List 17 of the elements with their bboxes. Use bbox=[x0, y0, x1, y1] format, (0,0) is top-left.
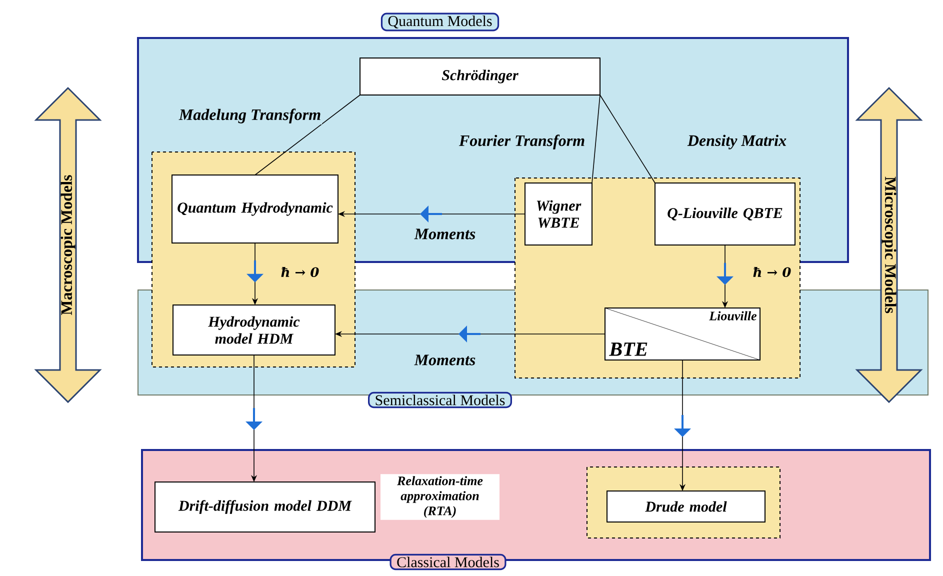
edge-label: Madelung Transform bbox=[178, 108, 322, 124]
split-box: Liouville BTE bbox=[604, 308, 760, 360]
note-text: Relaxation-time approximation (RTA) bbox=[380, 474, 500, 520]
model-box: Hydrodynamic model HDM bbox=[172, 304, 336, 356]
model-box: Drude model bbox=[606, 490, 766, 522]
edge-label: Moments bbox=[413, 228, 477, 240]
model-box: Schrödinger bbox=[360, 58, 600, 96]
edge-label: Moments bbox=[413, 354, 477, 366]
model-box: Wigner WBTE bbox=[524, 182, 592, 246]
model-box: Q-Liouville QBTE bbox=[654, 182, 796, 246]
edge-label: Density Matrix bbox=[686, 134, 788, 150]
edge-label: Fourier Transform bbox=[458, 134, 586, 150]
panel-title-tab: Classical Models bbox=[390, 554, 506, 570]
model-box: Drift-diffusion model DDM bbox=[154, 482, 376, 532]
panel-title-tab: Quantum Models bbox=[380, 12, 500, 32]
model-box: Quantum Hydrodynamic bbox=[172, 174, 338, 244]
panel-title-tab: Semiclassical Models bbox=[368, 392, 512, 408]
